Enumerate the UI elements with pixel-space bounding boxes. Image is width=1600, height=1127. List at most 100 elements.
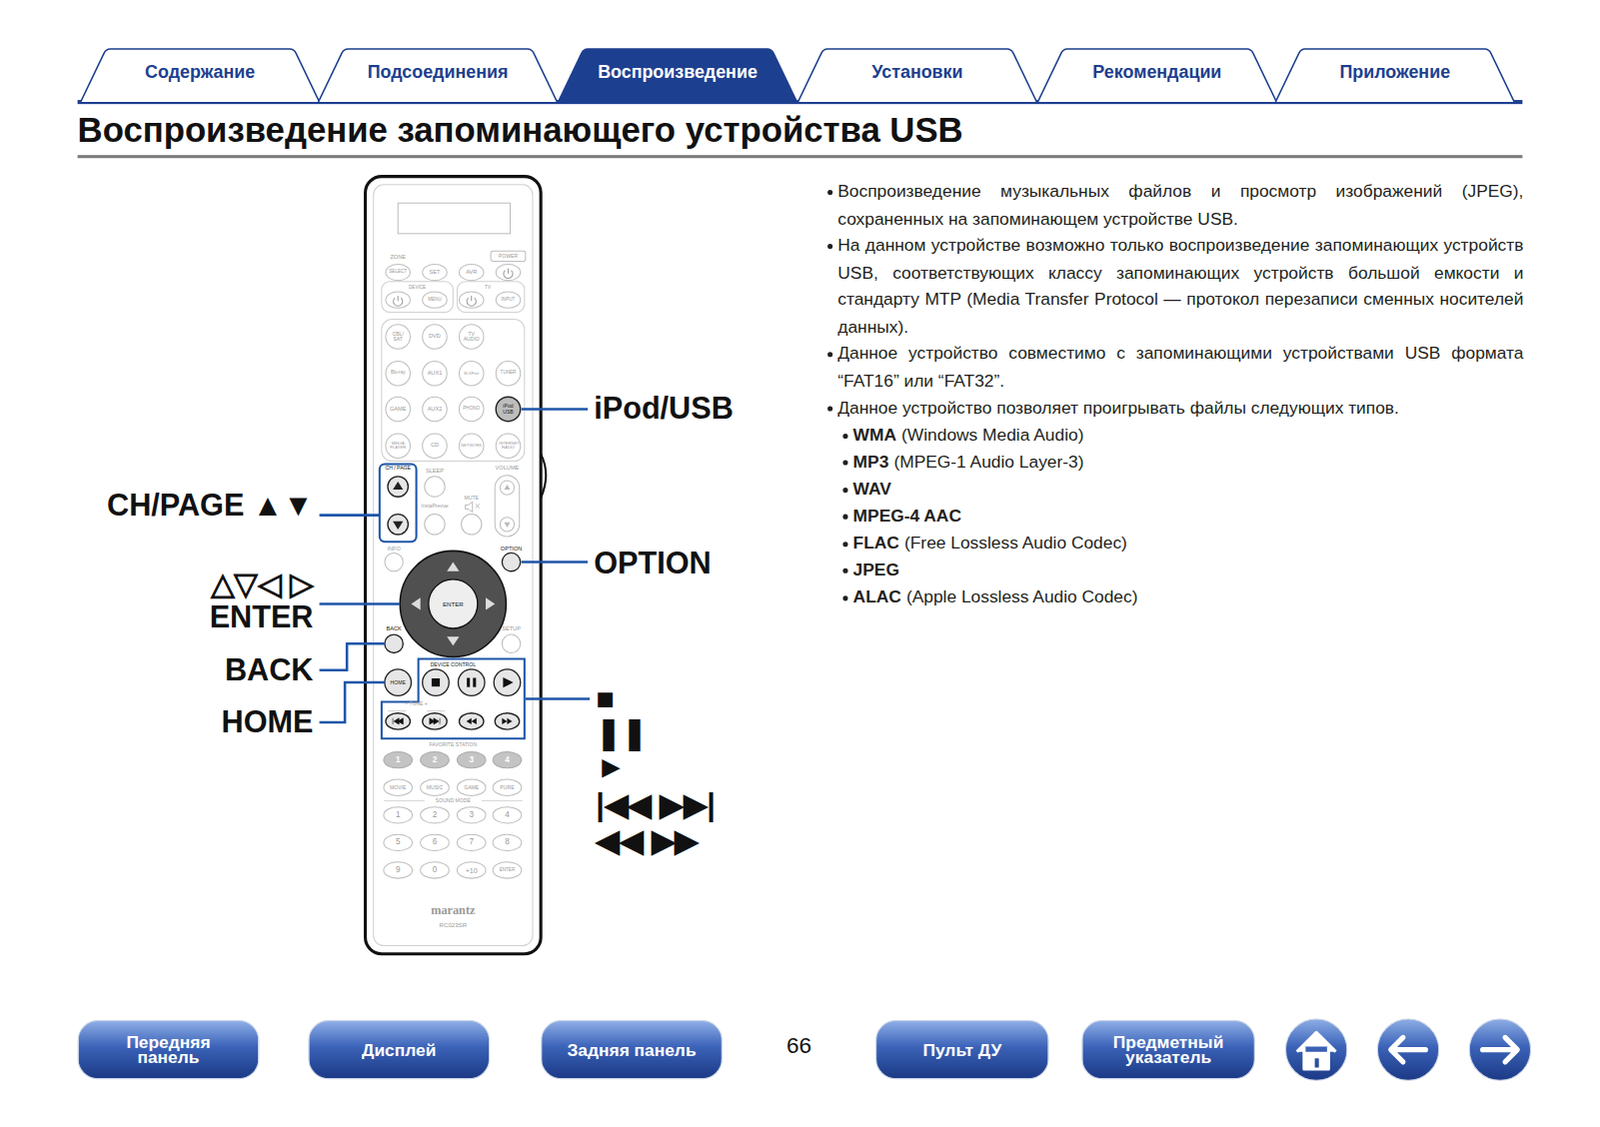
tab-outline	[1275, 48, 1515, 102]
nav-label: Воспроизведение	[597, 60, 758, 82]
nav-tab: Приложение	[1274, 46, 1516, 102]
callout-label: HOME	[221, 707, 314, 739]
bullet-list: Воспроизведение музыкальных файлов и про…	[837, 178, 1524, 612]
remote-button	[420, 779, 450, 796]
remote-label: SET	[429, 269, 441, 276]
ch-up-button	[387, 476, 408, 497]
nav-button: Дисплей	[307, 1020, 490, 1080]
remote-label: 2	[432, 756, 438, 765]
callout-label: ◀◀ ▶▶	[595, 825, 698, 857]
tab-outline	[1037, 48, 1277, 102]
body-text: (Windows Media Audio)	[901, 424, 1084, 444]
remote-label: M-XPort	[463, 371, 479, 376]
remote-label: – TUNE +	[404, 701, 427, 707]
tab-outline	[797, 48, 1037, 102]
bullet-dot	[842, 568, 848, 574]
down-triangle	[392, 521, 403, 530]
remote-label: MEDIA PLAYER	[388, 441, 407, 450]
bullet-dot	[842, 487, 848, 493]
number-button	[456, 834, 486, 851]
number-button	[492, 862, 522, 879]
remote-label: +10	[465, 866, 478, 874]
remote-display-window	[397, 202, 510, 234]
remote-button	[495, 291, 521, 308]
tune-button	[458, 713, 484, 730]
bullet-dot	[842, 595, 848, 601]
page-title: Воспроизведение запоминающего устройства…	[77, 109, 964, 150]
home-icon	[1297, 1032, 1337, 1070]
remote-button	[458, 396, 484, 422]
nav-round-button	[1286, 1019, 1348, 1081]
callout-frame	[379, 464, 417, 543]
leader-line	[521, 407, 588, 411]
tv-group-outline	[456, 281, 524, 313]
nav-round-button	[1377, 1019, 1439, 1081]
leader-line	[319, 682, 385, 723]
mute-icon	[465, 501, 480, 512]
remote-label: 1	[395, 811, 401, 820]
number-button	[456, 862, 486, 879]
nav-button: Предметный указатель	[1081, 1020, 1256, 1080]
tune-rule	[387, 710, 445, 712]
remote-label: AUX2	[427, 406, 443, 413]
bullet-item: WAV	[853, 475, 1525, 503]
remote-button	[385, 433, 411, 459]
remote-button	[422, 263, 448, 280]
bullet-item: Данное устройство позволяет проигрывать …	[837, 394, 1524, 422]
body-text: (Free Lossless Audio Codec)	[904, 532, 1128, 552]
remote-button	[456, 779, 486, 796]
body-text: WAV	[853, 478, 892, 498]
favorite-button	[420, 752, 450, 769]
remote-label: 8	[504, 838, 510, 847]
remote-label: 9	[395, 866, 401, 875]
body-text: (MPEG-1 Audio Layer-3)	[893, 451, 1084, 471]
nav-label: Рекомендации	[1092, 60, 1222, 82]
number-button	[383, 807, 413, 824]
remote-button	[385, 360, 411, 386]
remote-label: ZONE	[389, 253, 406, 260]
nav-label: Задняя панель	[566, 1042, 696, 1058]
number-button	[492, 807, 522, 824]
remote-label: MENU	[427, 297, 442, 303]
leader-line	[319, 513, 380, 517]
remote-button	[424, 514, 445, 535]
remote-label: marantz	[430, 904, 475, 917]
remote-label: INTERNET RADIO	[498, 441, 517, 450]
remote-button	[492, 779, 522, 796]
remote-label: 4	[504, 756, 510, 765]
remote-button	[383, 779, 413, 796]
remote-label: iPod USB	[499, 403, 516, 414]
bullet-dot	[827, 189, 833, 195]
remote-label: CH / PAGE	[384, 465, 410, 471]
body-text: (Apple Lossless Audio Codec)	[906, 587, 1139, 607]
bullet-item: MP3(MPEG-1 Audio Layer-3)	[853, 448, 1525, 476]
callout-label: △▽◁ ▷	[210, 569, 313, 601]
transport-button	[493, 669, 521, 697]
power-icon	[466, 295, 476, 306]
remote-button	[495, 433, 521, 459]
bullet-item: JPEG	[853, 556, 1525, 584]
number-button	[383, 862, 413, 879]
bullet-item: WMA(Windows Media Audio)	[853, 421, 1525, 449]
remote-label: INFO	[386, 546, 400, 553]
remote-label: 3	[468, 756, 474, 765]
leader-line	[525, 697, 590, 701]
nav-label: Содержание	[144, 60, 255, 82]
skip-forward-icon	[429, 718, 440, 725]
remote-label: FAVORITE STATION	[429, 742, 478, 748]
remote-label: TV AUDIO	[463, 331, 480, 342]
favorite-button	[456, 752, 486, 769]
nav-label: Подсоединения	[367, 60, 509, 82]
nav-tab: Подсоединения	[317, 46, 559, 102]
favorite-button	[383, 752, 413, 769]
remote-label: HOME	[390, 680, 406, 686]
remote-button	[495, 263, 521, 280]
body-text: JPEG	[853, 560, 900, 580]
volume-rocker	[494, 475, 520, 537]
remote-label: DVD	[428, 333, 441, 340]
nav-label: Предметный указатель	[1107, 1034, 1231, 1066]
body-text: MPEG-4 AAC	[853, 505, 962, 525]
option-button	[501, 552, 520, 571]
body-text: Воспроизведение музыкальных файлов и про…	[837, 181, 1524, 228]
